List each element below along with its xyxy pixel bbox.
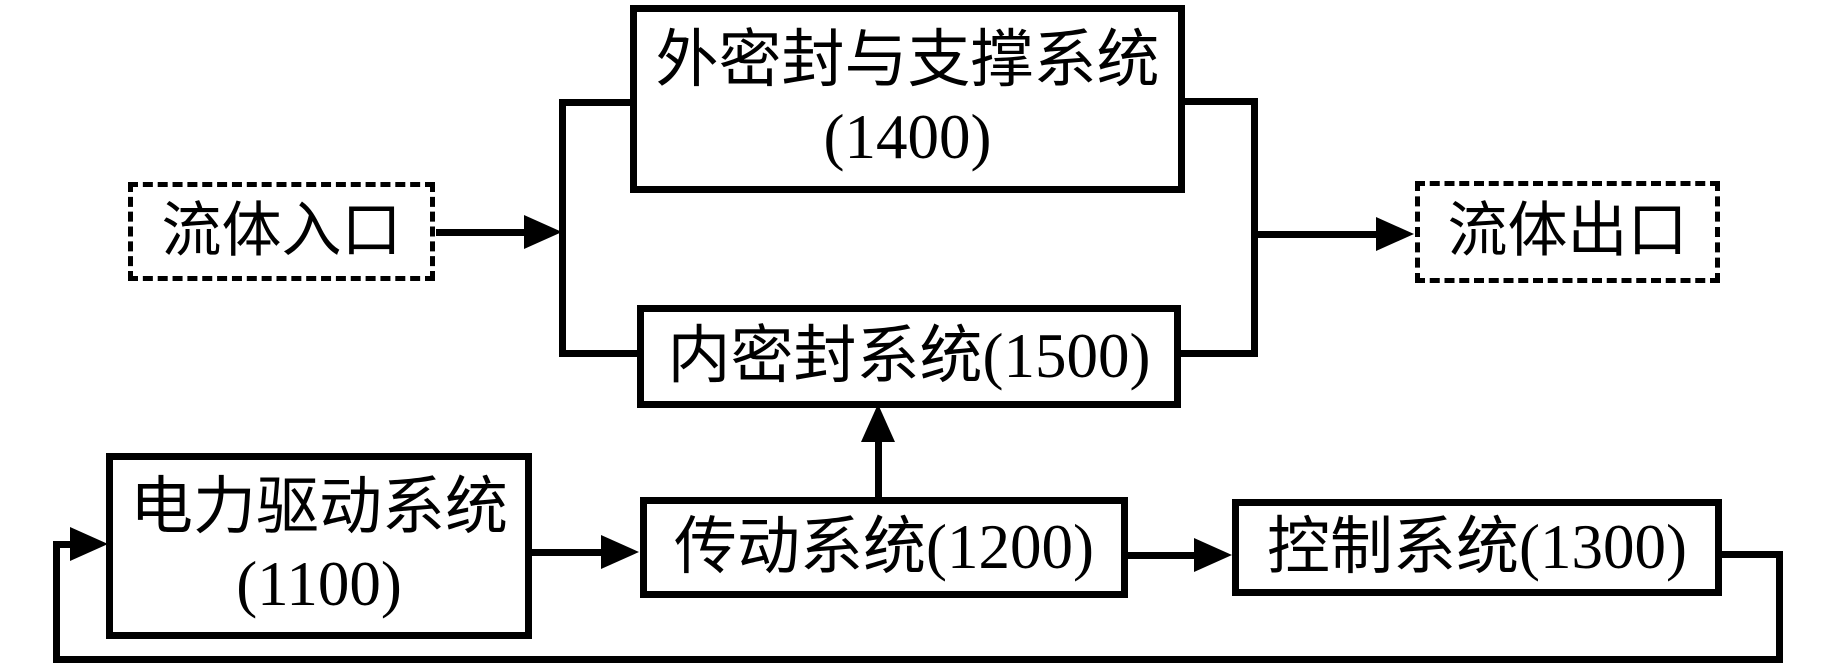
fluid-inlet-label: 流体入口 [161, 197, 402, 264]
left-rail-to-1400-connector [559, 99, 637, 106]
fluid-outlet-label: 流体出口 [1447, 198, 1688, 265]
feedback-right-drop-line [1776, 551, 1783, 663]
right-rail-from-1400-connector [1183, 98, 1258, 105]
left-branch-rail [559, 99, 566, 357]
box-fluid-inlet: 流体入口 [128, 182, 435, 281]
arrow-inlet-to-rail-shaft [436, 229, 529, 236]
box-control-system-1300: 控制系统(1300) [1232, 499, 1722, 596]
feedback-into-1100-shaft [53, 541, 83, 548]
arrow-1200-to-1300-shaft [1126, 552, 1197, 559]
left-rail-to-1500-connector [559, 350, 644, 357]
box-outer-seal-support-system-1400: 外密封与支撑系统 (1400) [630, 5, 1185, 193]
box-power-drive-number: (1100) [236, 549, 402, 619]
box-power-drive-label: 电力驱动系统 [130, 472, 508, 543]
arrow-rail-to-outlet-shaft [1256, 231, 1378, 238]
arrow-1200-to-1500-head-icon [861, 404, 895, 442]
box-power-drive-system-1100: 电力驱动系统 (1100) [106, 453, 532, 639]
box-transmission-system-1200: 传动系统(1200) [640, 497, 1128, 598]
arrow-inlet-to-rail-head-icon [524, 215, 562, 249]
right-branch-rail [1251, 98, 1258, 357]
box-control-label: 控制系统(1300) [1267, 512, 1687, 583]
feedback-left-rise-line [53, 541, 60, 663]
box-outer-seal-number: (1400) [823, 102, 992, 172]
arrow-rail-to-outlet-head-icon [1376, 217, 1414, 251]
arrow-1100-to-1200-shaft [531, 549, 605, 556]
arrow-1100-to-1200-head-icon [601, 535, 639, 569]
feedback-into-1100-head-icon [70, 527, 108, 561]
box-outer-seal-label: 外密封与支撑系统 [655, 25, 1160, 96]
box-inner-seal-label: 内密封系统(1500) [667, 321, 1151, 392]
feedback-bottom-line [53, 656, 1783, 663]
arrow-1200-to-1300-head-icon [1194, 538, 1232, 572]
box-transmission-label: 传动系统(1200) [674, 512, 1094, 583]
box-inner-seal-system-1500: 内密封系统(1500) [637, 305, 1181, 408]
right-rail-from-1500-connector [1179, 350, 1258, 357]
feedback-1300-exit-line [1721, 551, 1783, 558]
arrow-1200-to-1500-shaft [875, 438, 882, 500]
box-fluid-outlet: 流体出口 [1415, 181, 1720, 283]
